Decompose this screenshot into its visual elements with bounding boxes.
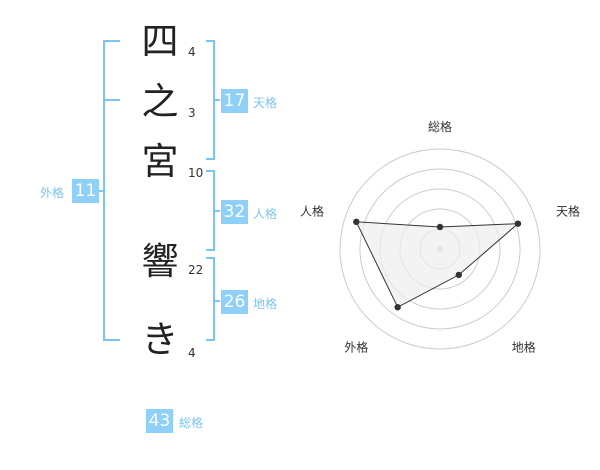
chikaku-value-badge: 26 [221,290,248,314]
radar-point-4 [394,304,401,311]
gaikaku-value-badge: 11 [72,179,99,203]
radar-ring-2 [359,168,521,330]
radar-axis-label-4: 外格 [344,340,368,355]
radar-axis-label-5: 人格 [300,203,324,218]
tenkaku-label: 天格 [253,96,278,110]
stroke-count-5: 4 [188,346,196,360]
name-char-5: き [141,318,179,361]
stroke-count-3: 10 [188,166,204,180]
name-char-3: 宮 [141,140,179,183]
tenkaku-value-badge: 17 [221,89,248,113]
soukaku-value-badge: 43 [146,409,173,433]
stroke-count-1: 4 [188,45,196,59]
radar-axis-label-2: 天格 [556,203,580,218]
radar-ring-1 [339,148,541,350]
radar-point-2 [514,220,522,227]
name-char-4: 響 [141,240,179,283]
radar-axis-label-3: 地格 [512,340,536,355]
stroke-count-4: 22 [188,263,204,277]
jinkaku-value-badge: 32 [221,200,248,224]
chikaku-bracket [206,257,215,341]
stroke-count-2: 3 [188,106,196,120]
name-char-2: 之 [141,80,179,123]
radar-point-5 [353,218,360,226]
radar-axis-label-1: 総格 [428,119,452,134]
radar-point-3 [455,271,463,279]
soukaku-label: 総格 [179,416,204,430]
radar-point-1 [436,223,444,231]
jinkaku-label: 人格 [253,207,278,221]
chikaku-label: 地格 [253,297,278,311]
radar-polygon [355,221,520,308]
gaikaku-label: 外格 [40,186,65,200]
name-char-1: 四 [141,20,179,63]
